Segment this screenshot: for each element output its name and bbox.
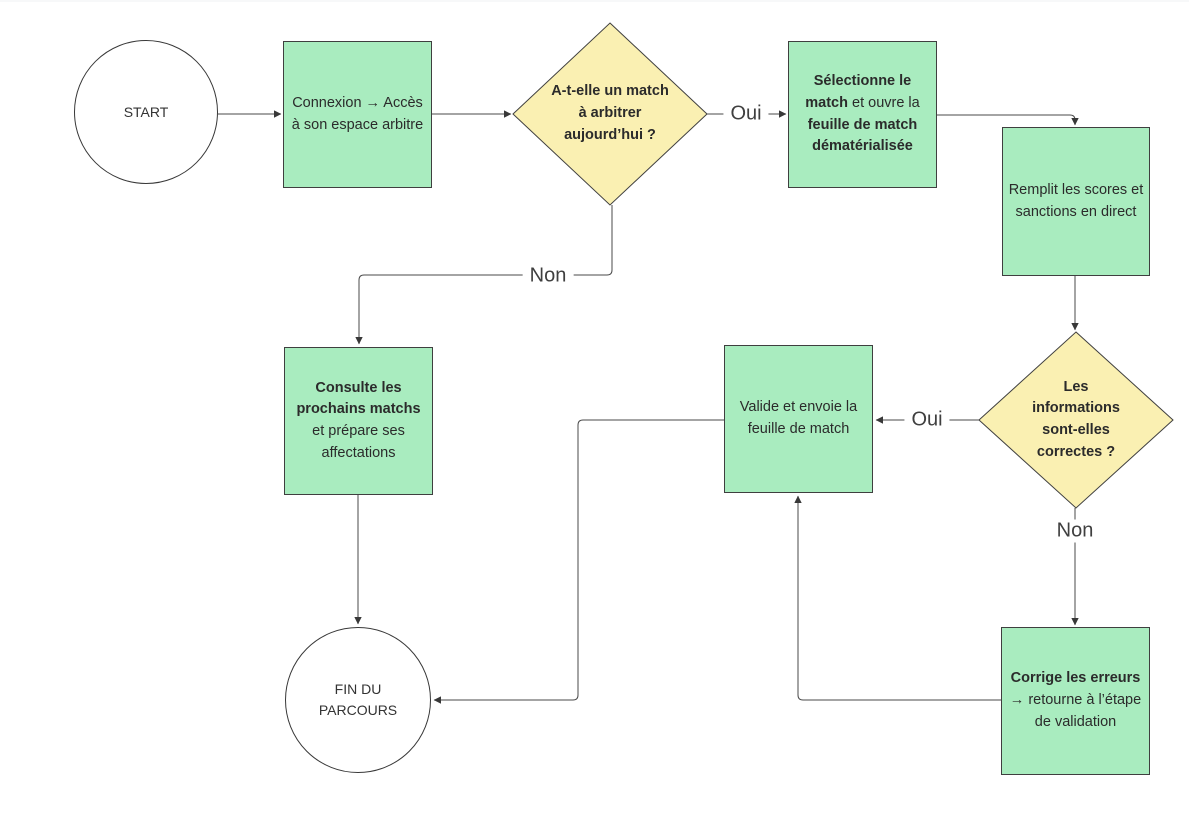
edge-valide-to-fin bbox=[433, 419, 724, 704]
decision-match-label: A-t-elle un match à arbitrer aujourd’hui… bbox=[551, 83, 669, 143]
fin-node: FIN DU PARCOURS bbox=[285, 627, 431, 773]
decision-match-diamond bbox=[512, 22, 708, 206]
consulte-label-rest: et prépare ses affectations bbox=[312, 423, 405, 461]
start-node: START bbox=[74, 40, 218, 184]
consulte-label-bold: Consulte les prochains matchs bbox=[296, 379, 421, 418]
consulte-node: Consulte les prochains matchs et prépare… bbox=[284, 347, 433, 495]
consulte-label: Consulte les prochains matchs et prépare… bbox=[285, 378, 432, 465]
edge-label-non-match: Non bbox=[522, 264, 574, 288]
fin-label: FIN DU PARCOURS bbox=[318, 681, 398, 718]
corrige-node: Corrige les erreurs → retourne à l’étape… bbox=[1001, 627, 1150, 775]
corrige-label: Corrige les erreurs → retourne à l’étape… bbox=[1002, 668, 1149, 733]
canvas-top-edge bbox=[0, 0, 1189, 2]
connexion-label: Connexion → Accès à son espace arbitre bbox=[291, 94, 424, 133]
remplit-node: Remplit les scores et sanctions en direc… bbox=[1002, 127, 1150, 276]
selectionne-label-mid: et ouvre la bbox=[847, 94, 920, 111]
valide-node: Valide et envoie la feuille de match bbox=[724, 345, 873, 493]
edge-label-oui-infos: Oui bbox=[904, 408, 950, 432]
corrige-label-rest: → retourne à l’étape de validation bbox=[1009, 692, 1142, 730]
start-label: START bbox=[123, 103, 169, 120]
connexion-node: Connexion → Accès à son espace arbitre bbox=[283, 41, 432, 188]
corrige-label-bold: Corrige les erreurs bbox=[1010, 670, 1141, 687]
selectionne-label-bold2: feuille de match dématérialisée bbox=[807, 116, 918, 155]
edge-selectionne-to-remplit bbox=[937, 114, 1079, 126]
edge-label-non-infos: Non bbox=[1049, 519, 1101, 543]
edge-decision-match-non-to-consulte bbox=[355, 205, 613, 345]
edge-label-oui-match: Oui bbox=[723, 102, 769, 126]
decision-infos-text: Les informations sont-elles correctes ? bbox=[1029, 360, 1123, 480]
decision-match-text: A-t-elle un match à arbitrer aujourd’hui… bbox=[550, 52, 670, 176]
selectionne-label-bold1: Sélectionne le match bbox=[805, 73, 912, 111]
selectionne-node: Sélectionne le match et ouvre la feuille… bbox=[788, 41, 937, 188]
edge-corrige-loop-to-valide bbox=[794, 495, 1001, 701]
decision-infos-diamond bbox=[978, 331, 1174, 509]
valide-label: Valide et envoie la feuille de match bbox=[739, 399, 858, 437]
selectionne-label: Sélectionne le match et ouvre la feuille… bbox=[789, 71, 936, 158]
decision-infos-label: Les informations sont-elles correctes ? bbox=[1032, 378, 1120, 460]
remplit-label: Remplit les scores et sanctions en direc… bbox=[1008, 181, 1144, 220]
